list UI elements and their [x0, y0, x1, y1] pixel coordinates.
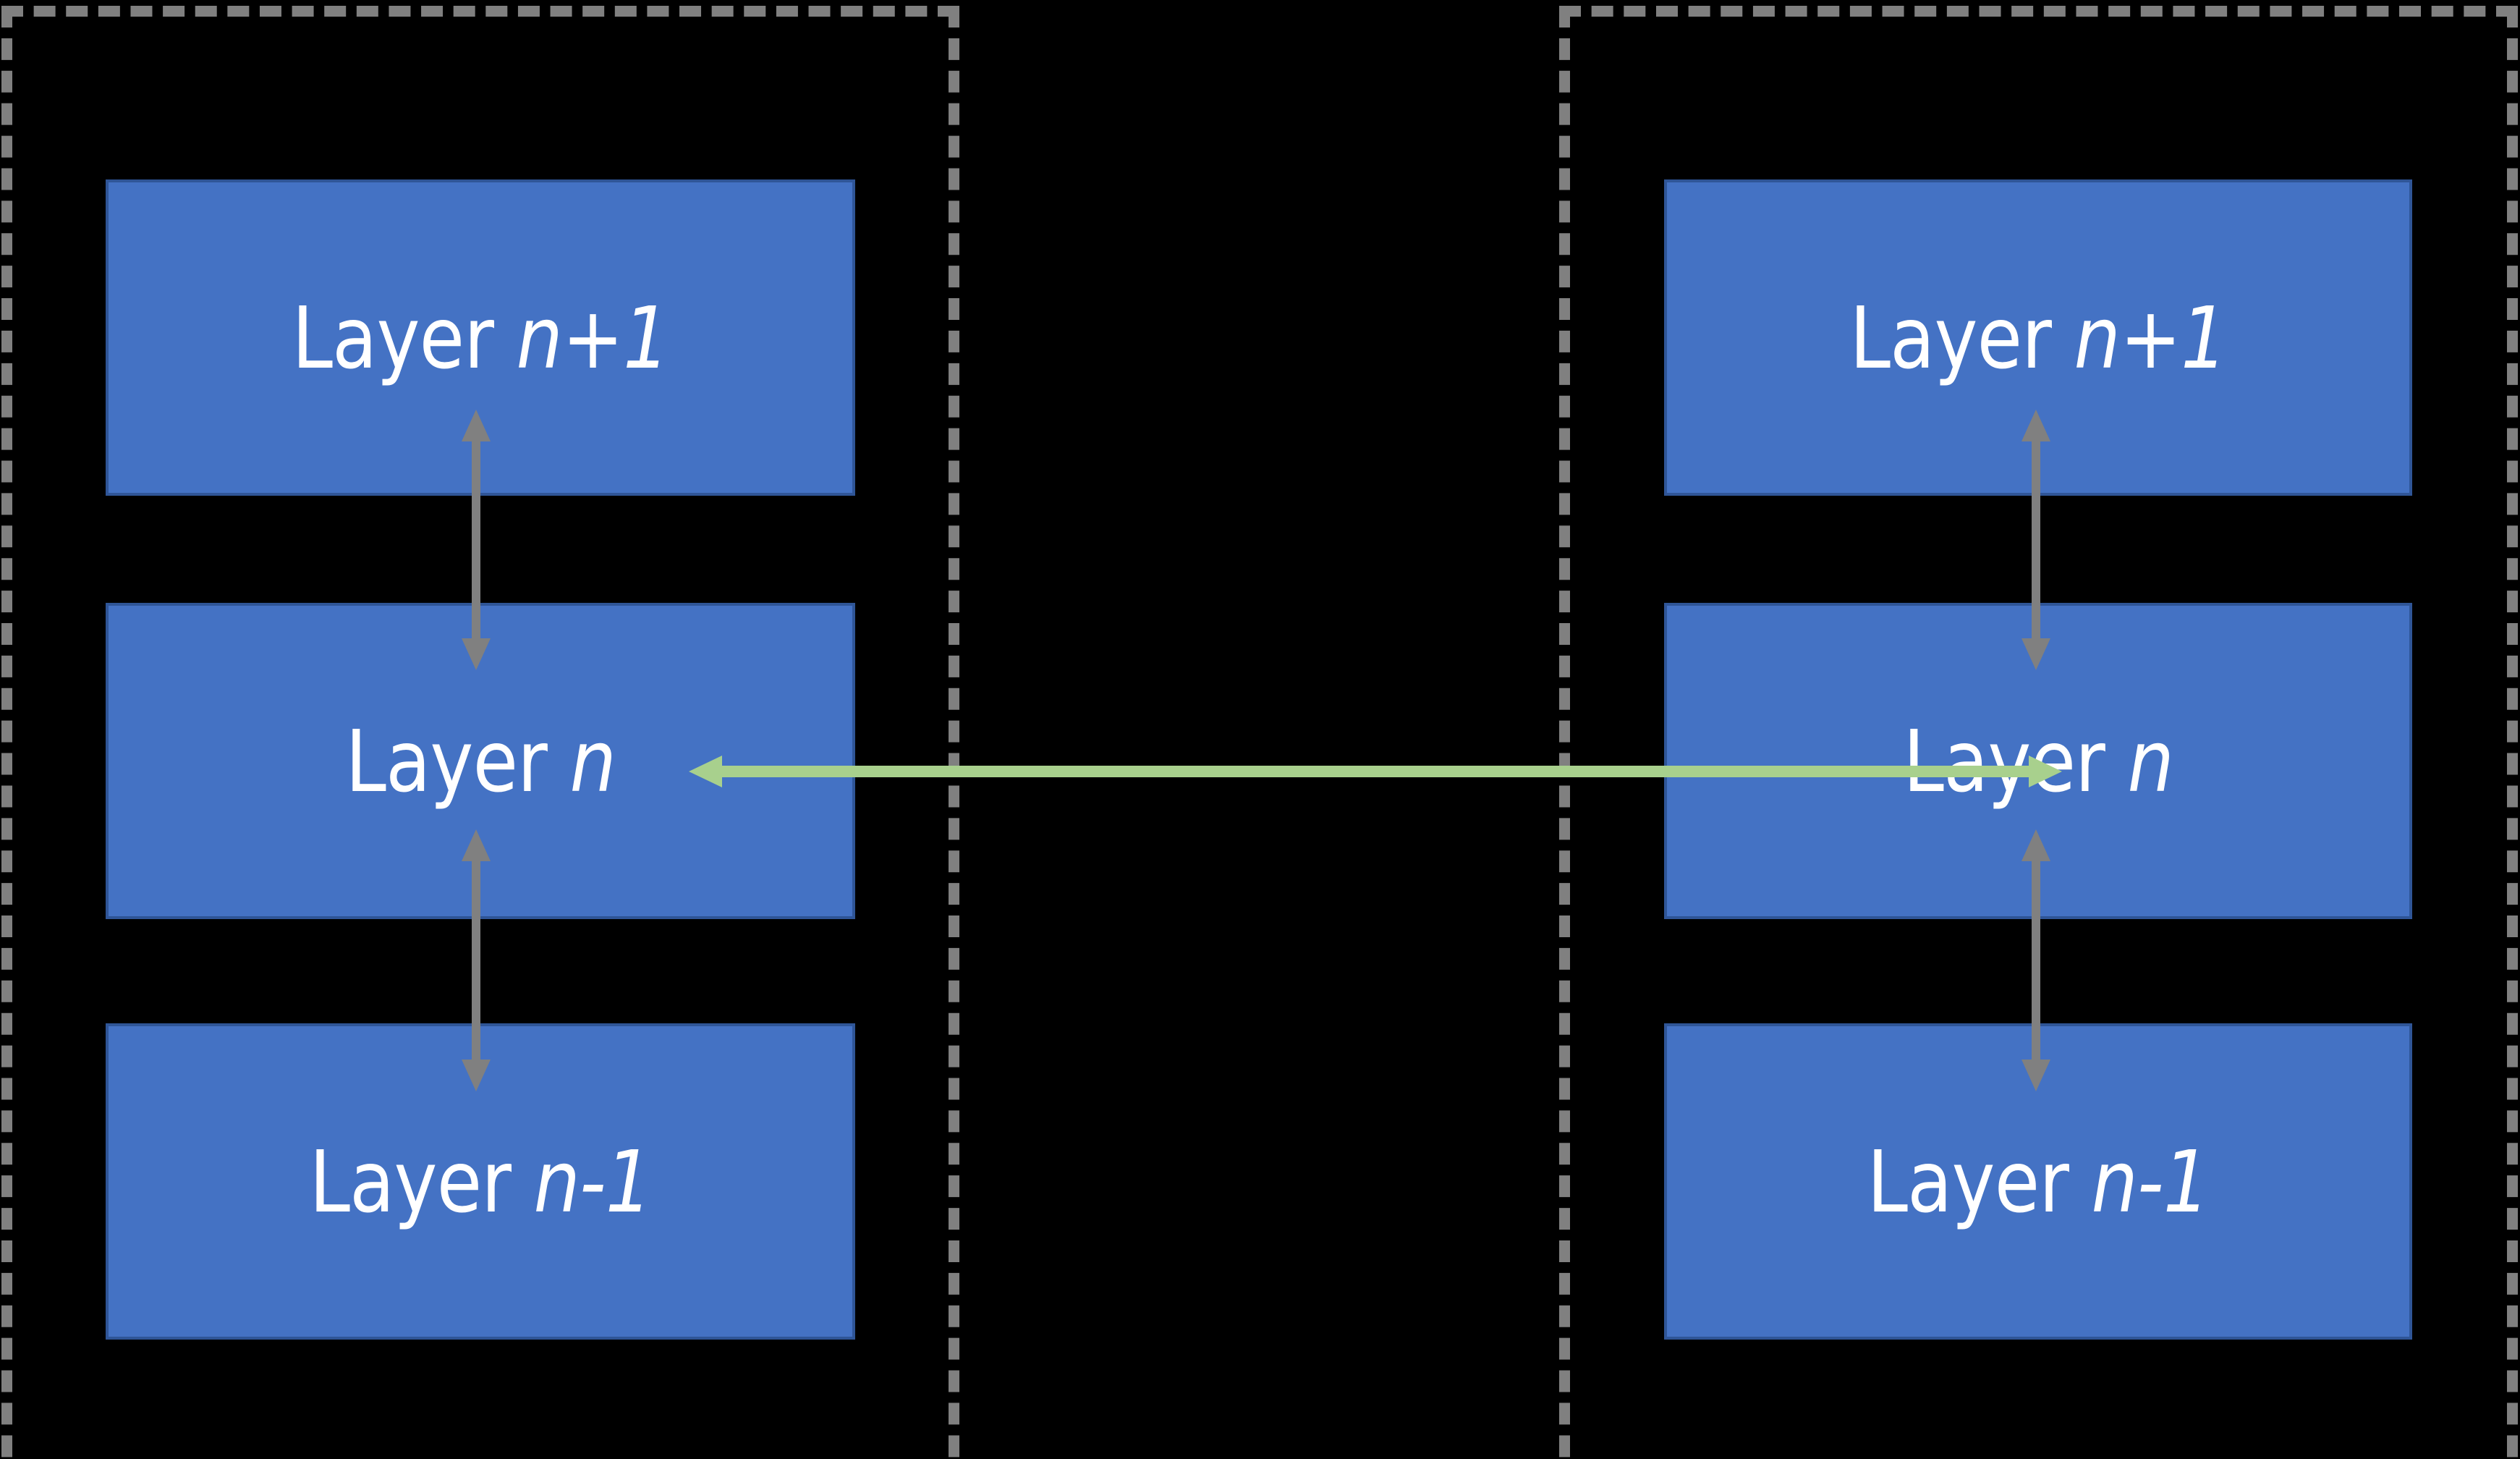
layer-box-right-n-plus-1-label: Layer n+1 [1849, 287, 2227, 388]
stack-arrow-left-lower [462, 829, 491, 1091]
group-boundary-left-stack [1, 6, 959, 1459]
group-boundary-right-stack [1559, 6, 2518, 1459]
peer-link-arrow-layer-n [689, 756, 2062, 787]
layer-box-right-n-minus-1-label: Layer n-1 [1867, 1131, 2210, 1232]
layer-box-left-n-plus-1[interactable]: Layer n+1 [106, 179, 855, 496]
layer-box-left-n-label: Layer n [345, 711, 616, 811]
stack-arrow-left-upper [462, 410, 491, 670]
layer-box-right-n-label: Layer n [1903, 711, 2173, 811]
stack-arrow-right-lower [2021, 829, 2050, 1091]
layer-box-left-n-minus-1-label: Layer n-1 [309, 1131, 653, 1232]
stack-arrow-right-upper [2021, 410, 2050, 670]
layer-box-left-n-plus-1-label: Layer n+1 [292, 287, 669, 388]
